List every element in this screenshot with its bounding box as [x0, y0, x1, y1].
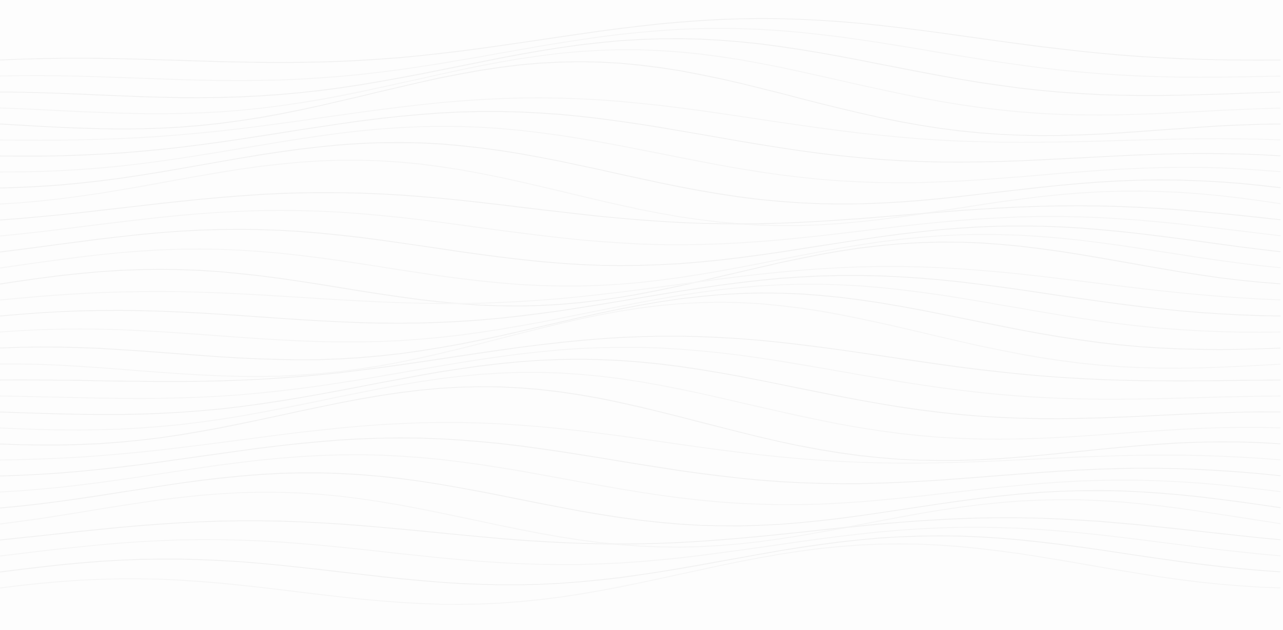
wave-line [0, 61, 1281, 137]
wave-line [0, 17, 1281, 64]
wave-lines [0, 17, 1281, 606]
wave-line [0, 346, 1281, 400]
wave-line [0, 301, 1281, 378]
wave-line [0, 472, 1281, 527]
wave-line [0, 491, 1281, 548]
wave-line [0, 241, 1281, 307]
wave-line [0, 454, 1281, 506]
wave-line [0, 159, 1281, 227]
wave-line [0, 517, 1281, 545]
wave-line [0, 437, 1281, 485]
wave-line [0, 274, 1281, 324]
wave-line [0, 421, 1281, 464]
wave-line [0, 265, 1281, 305]
wave-line [0, 233, 1281, 287]
wave-line [0, 110, 1281, 163]
wave-line [0, 125, 1281, 184]
wave-line [0, 49, 1281, 116]
wave-line [0, 526, 1281, 566]
wave-line [0, 27, 1281, 82]
wave-line [0, 97, 1281, 143]
wave-line [0, 141, 1281, 205]
wave-line [0, 386, 1281, 462]
wave-line [0, 335, 1281, 383]
wave-line [0, 209, 1281, 246]
wave-line [0, 37, 1281, 99]
wave-line [0, 292, 1281, 361]
wave-line [0, 535, 1281, 586]
wave-line [0, 283, 1281, 343]
wave-line [0, 358, 1281, 420]
wave-line [0, 191, 1281, 225]
wave-line [0, 225, 1281, 267]
wave-line [0, 543, 1281, 606]
wave-line [0, 371, 1281, 440]
